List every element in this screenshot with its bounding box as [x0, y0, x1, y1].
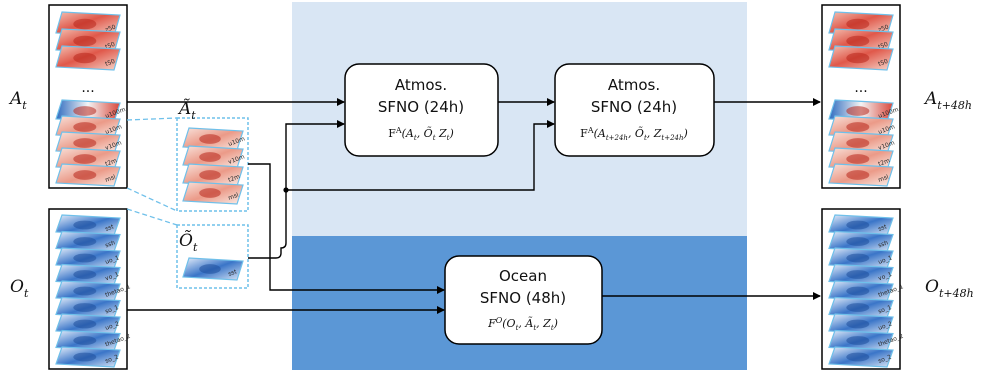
field-tile: sst — [55, 214, 121, 236]
tile-label: msl — [227, 192, 240, 202]
module-title: Atmos. — [395, 76, 447, 94]
atmos-upper-tiles: z50 t50 t50 — [55, 11, 121, 71]
ocean-output-tiles: sstsshuo_1vo_1thetao_1so_1uo_2thetao_2so… — [828, 214, 905, 368]
var-o-out: Ot+48h — [925, 277, 974, 300]
tile-label: uo_1 — [104, 254, 120, 266]
field-tile: uo_2 — [55, 313, 121, 335]
tile-label: sst — [104, 223, 115, 233]
tile-label: t50 — [877, 41, 889, 51]
module-function: FO(Ot, Ãt, Zt) — [487, 316, 558, 332]
field-tile: msl — [55, 163, 121, 187]
tile-label: ssh — [877, 239, 889, 249]
field-tile: ssh — [55, 230, 121, 253]
field-tile: thetao_2 — [55, 329, 132, 352]
field-tile: t50 — [828, 45, 894, 71]
tile-label: z50 — [877, 24, 890, 34]
field-tile: vo_1 — [55, 263, 121, 286]
arrow-otilde-to-atmos1 — [248, 120, 345, 259]
atmos-output-upper-tiles: z50 t50 t50 — [828, 11, 894, 71]
field-tile: msl — [828, 163, 894, 187]
module-function: FA(At+24h, Õt, Zt+24h) — [580, 126, 688, 142]
field-tile: ssh — [828, 230, 894, 253]
tile-label: so_2 — [104, 354, 119, 365]
subset-connector-line — [126, 208, 178, 226]
tile-label: t2m — [877, 157, 891, 168]
ocean-subset-tiles: sst — [182, 257, 244, 281]
subset-connector-line — [126, 187, 178, 212]
tile-label: vo_1 — [104, 271, 120, 282]
connections — [127, 98, 821, 314]
field-tile: t50 — [55, 45, 121, 71]
tile-label: t2m — [227, 173, 241, 184]
var-a-in: At — [8, 89, 27, 112]
junction-dot — [283, 187, 289, 193]
tile-label: t50 — [104, 41, 116, 51]
field-tile: u10m — [182, 127, 246, 151]
atmos-sfno-box-2: Atmos. SFNO (24h) FA(At+24h, Õt, Zt+24h) — [554, 63, 715, 157]
tile-label: ssh — [104, 239, 116, 249]
tile-label: sst — [227, 268, 238, 278]
atmos-sfno-box-1: Atmos. SFNO (24h) FA(At, Õt Zt) — [344, 63, 499, 157]
field-tile: sst — [182, 257, 244, 281]
tile-label: uo_2 — [104, 320, 120, 332]
tile-label: vo_1 — [877, 271, 893, 282]
tile-label: uo_1 — [877, 254, 893, 266]
var-a-tilde: Ãt — [177, 98, 196, 122]
field-tile: so_1 — [828, 296, 894, 319]
tile-label: z50 — [104, 24, 117, 34]
ellipsis-in: ... — [81, 80, 94, 96]
field-tile: so_2 — [55, 346, 121, 368]
tile-label: sst — [877, 223, 888, 233]
tile-label: t50 — [104, 58, 116, 68]
field-tile: msl — [182, 181, 244, 205]
module-title: Atmos. — [608, 76, 660, 94]
var-a-out: At+48h — [923, 89, 972, 112]
tile-label: t50 — [877, 58, 889, 68]
tile-label: msl — [104, 174, 117, 184]
arrow-atilde-to-ocean — [248, 163, 445, 294]
module-title: Ocean — [499, 267, 547, 285]
module-subtitle: SFNO (24h) — [591, 98, 677, 116]
ocean-tiles: sstsshuo_1vo_1thetao_1so_1uo_2thetao_2so… — [55, 214, 132, 368]
tile-label: so_1 — [877, 304, 892, 315]
field-tile: sst — [828, 214, 894, 236]
tile-label: t2m — [104, 157, 118, 168]
var-o-tilde: Õt — [179, 230, 198, 254]
arrow-otilde-to-atmos2 — [286, 120, 555, 191]
tile-label: msl — [877, 174, 890, 184]
subset-connector-line — [126, 117, 178, 121]
module-function: FA(At, Õt Zt) — [388, 126, 454, 142]
field-tile: so_2 — [828, 346, 894, 368]
ocean-sfno-box: Ocean SFNO (48h) FO(Ot, Ãt, Zt) — [444, 255, 603, 345]
module-subtitle: SFNO (24h) — [378, 98, 464, 116]
module-subtitle: SFNO (48h) — [480, 289, 566, 307]
var-o-in: Ot — [10, 277, 29, 300]
tile-label: so_2 — [877, 354, 892, 365]
tile-label: uo_2 — [877, 320, 893, 332]
ellipsis-out: ... — [854, 80, 867, 96]
field-tile: thetao_1 — [828, 280, 905, 302]
tile-label: so_1 — [104, 304, 119, 315]
